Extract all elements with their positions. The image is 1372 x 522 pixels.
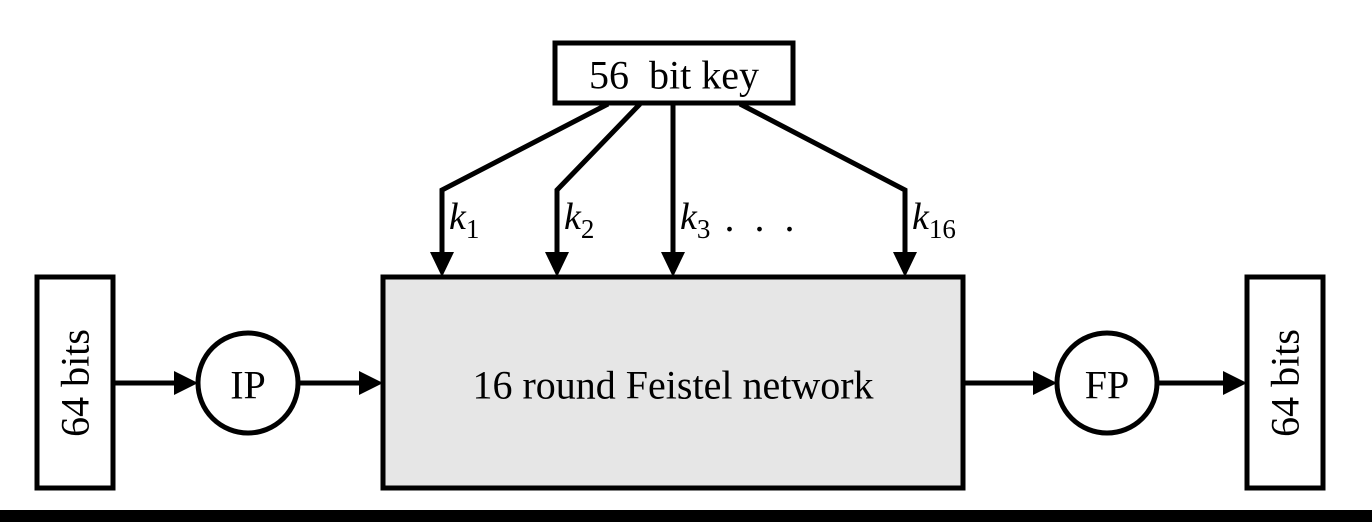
arrowhead-down-k3-icon (661, 252, 685, 277)
key-box-label: 56 bit key (589, 53, 759, 98)
feistel-box-label: 16 round Feistel network (472, 363, 873, 408)
arrowhead-right-input-to-ip-icon (174, 371, 198, 395)
arrowhead-right-fp-to-output-icon (1223, 371, 1247, 395)
bottom-edge-bar (0, 510, 1372, 522)
key-box (552, 40, 796, 106)
arrowhead-right-feistel-to-fp-icon (1033, 371, 1057, 395)
output-box-label: 64 bits (1263, 329, 1308, 437)
arrowhead-down-k16-icon (893, 252, 917, 277)
ellipsis-label: . . . (725, 195, 800, 240)
round-key-label-k3: k3 (680, 196, 710, 244)
round-key-label-k16: k16 (912, 196, 956, 244)
round-key-label-k1: k1 (449, 196, 479, 244)
ip-node-label: IP (230, 363, 266, 408)
input-box-label: 64 bits (53, 329, 98, 437)
fp-node-label: FP (1085, 363, 1130, 408)
arrowhead-right-ip-to-feistel-icon (359, 371, 383, 395)
feistel-box (380, 274, 966, 491)
round-key-label-k2: k2 (564, 196, 594, 244)
key-arrow-line-k1 (439, 101, 610, 254)
input-box (34, 274, 116, 491)
key-arrow-line-k16 (738, 101, 908, 254)
arrowhead-down-k2-icon (545, 252, 569, 277)
arrowhead-down-k1-icon (430, 252, 454, 277)
key-arrow-line-k2 (554, 102, 642, 254)
output-box (1244, 274, 1326, 491)
